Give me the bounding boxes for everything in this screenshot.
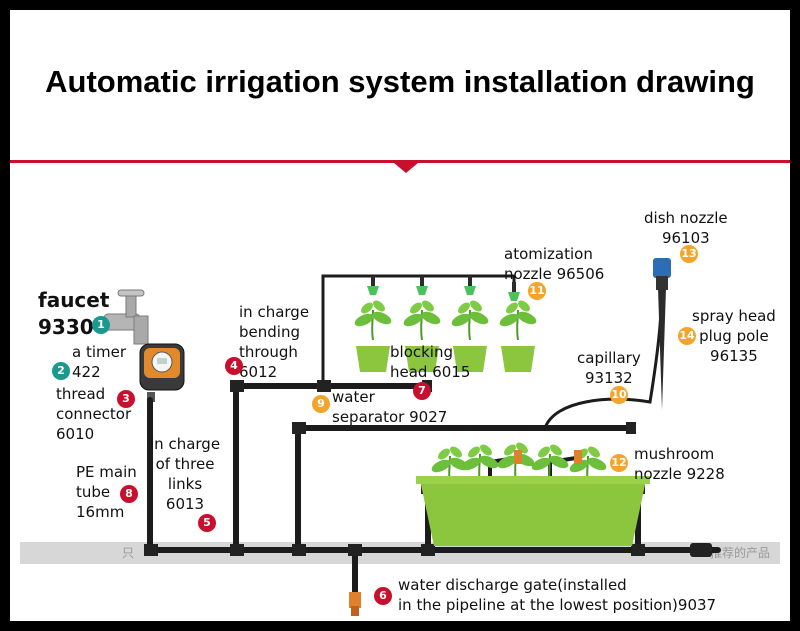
discharge-gate-icon — [349, 592, 361, 616]
watermark-text-right: 推荐的产品 — [710, 546, 771, 560]
divider-pointer — [394, 163, 418, 173]
spray-head-label: spray head plug pole 96135 — [692, 307, 776, 365]
badge-9: 9 — [312, 395, 330, 413]
bending-through-label: in charge bending through 6012 — [239, 303, 310, 381]
spray-plug-pole — [653, 258, 671, 410]
pe-main-tube-label: PE main tube 16mm — [76, 463, 137, 521]
water-separator-label: water separator 9027 — [332, 388, 448, 426]
mushroom-nozzle-label: mushroom nozzle 9228 — [634, 445, 725, 483]
badge-3: 3 — [117, 390, 135, 408]
faucet-icon — [103, 289, 149, 345]
badge-10: 10 — [610, 386, 628, 404]
atomization-nozzle-label: atomization nozzle 96506 — [504, 245, 605, 283]
badge-11: 11 — [528, 282, 546, 300]
discharge-gate-label: water discharge gate(installed in the pi… — [398, 576, 717, 614]
thread-connector-label: thread connector 6010 — [56, 385, 132, 443]
three-links-label: in charge of three links 6013 — [150, 435, 221, 513]
badge-4: 4 — [225, 357, 243, 375]
badge-7: 7 — [413, 382, 431, 400]
page-title: Automatic irrigation system installation… — [45, 64, 755, 99]
planter-box — [416, 439, 650, 546]
header-divider — [10, 160, 790, 163]
capillary-label: capillary 93132 — [577, 349, 641, 387]
badge-6: 6 — [374, 587, 392, 605]
badge-13: 13 — [680, 245, 698, 263]
blocking-head-label: blocking head 6015 — [390, 343, 471, 381]
badge-1: 1 — [92, 316, 110, 334]
diagram-frame: Automatic irrigation system installation… — [10, 10, 790, 621]
mushroom-nozzles — [514, 450, 582, 464]
badge-12: 12 — [610, 454, 628, 472]
atomization-nozzles — [367, 276, 520, 301]
dish-nozzle-label: dish nozzle 96103 — [644, 209, 728, 247]
timer-label: a timer 422 — [72, 343, 127, 381]
irrigation-diagram — [103, 258, 721, 616]
badge-5: 5 — [198, 514, 216, 532]
timer-icon — [139, 343, 185, 402]
badge-8: 8 — [120, 485, 138, 503]
watermark-text-left: 只 — [122, 546, 135, 560]
faucet-label: faucet 9330 — [38, 288, 110, 339]
badge-2: 2 — [52, 362, 70, 380]
badge-14: 14 — [678, 327, 696, 345]
